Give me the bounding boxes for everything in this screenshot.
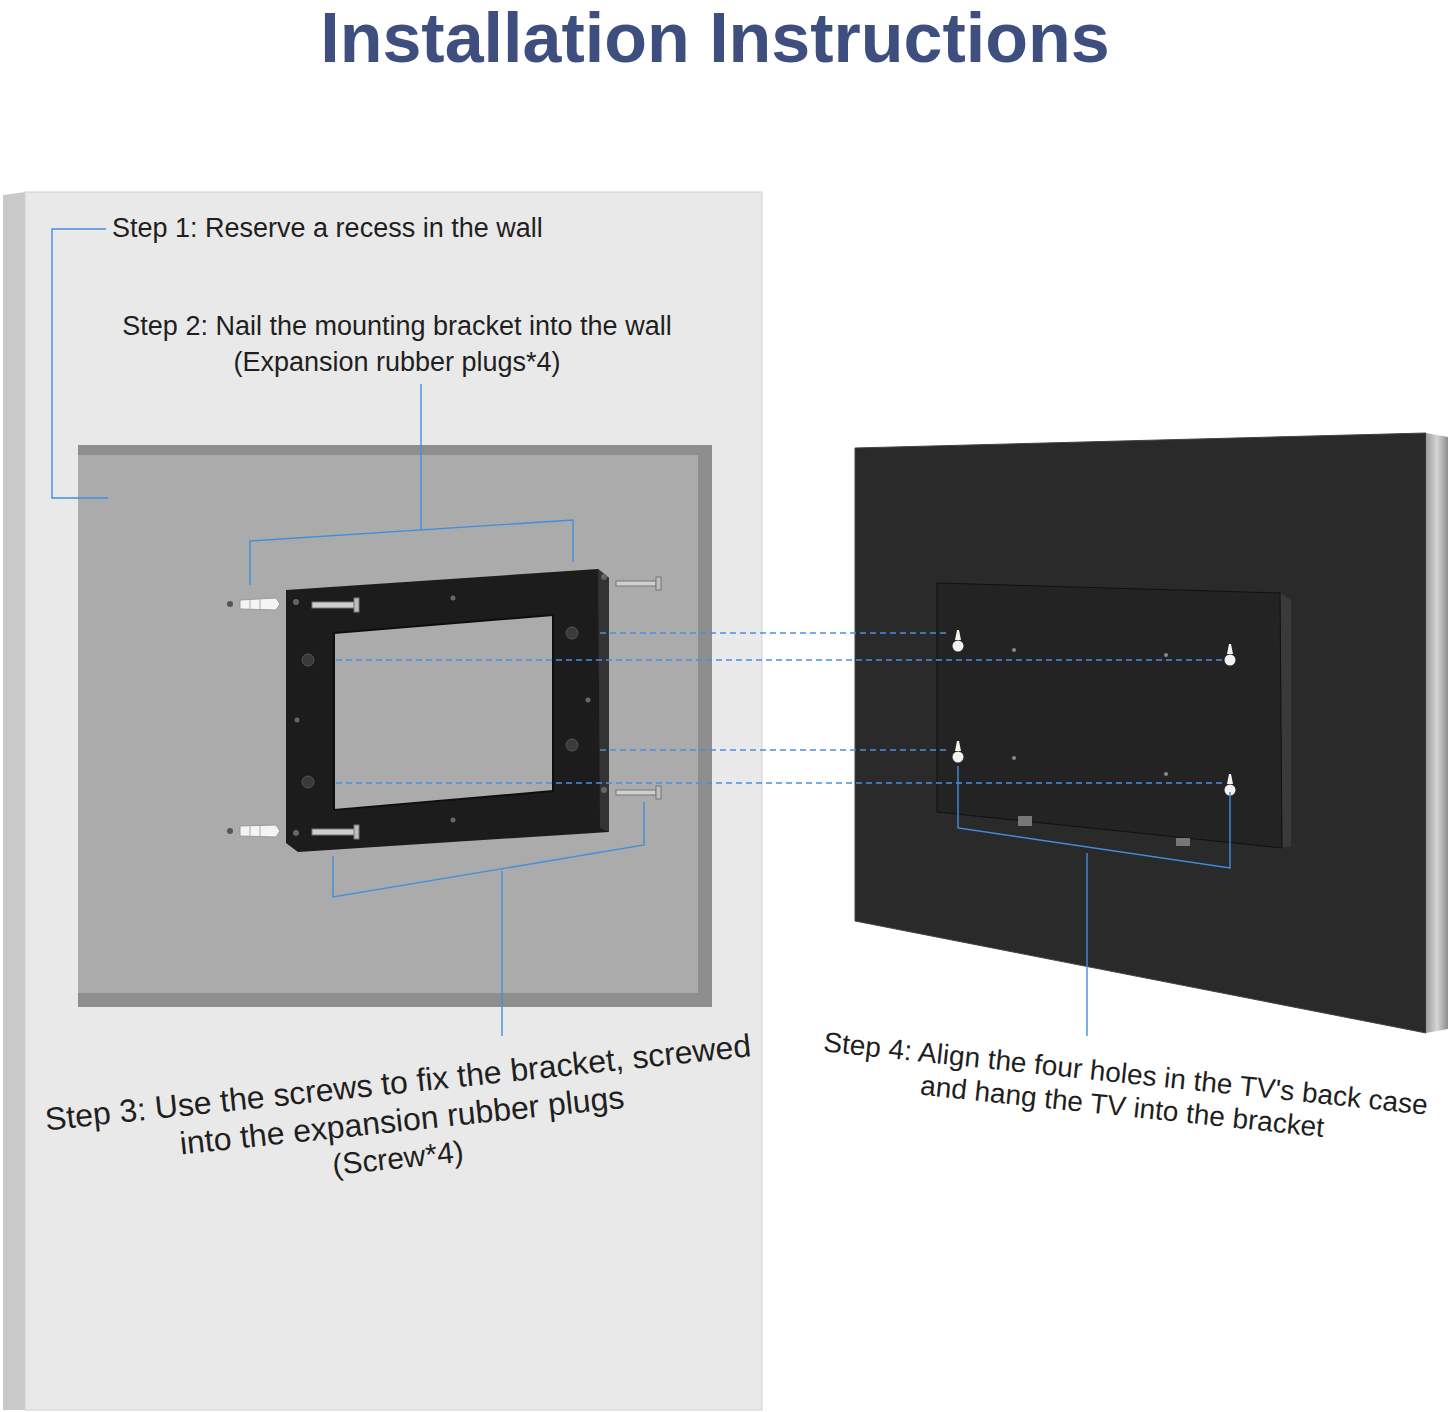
leader-line (250, 520, 573, 585)
mounting-bracket (302, 654, 314, 666)
expansion-plug (260, 826, 261, 836)
mounting-bracket (295, 718, 300, 723)
mounting-bracket (451, 596, 456, 601)
mounting-bracket (601, 787, 607, 793)
screw (656, 786, 661, 799)
mounting-bracket (566, 739, 578, 751)
tv-back (1426, 433, 1448, 1033)
keyhole (955, 630, 961, 640)
wall (3, 192, 25, 1410)
tv-back (1164, 772, 1168, 776)
keyhole (953, 752, 964, 763)
leader-line (501, 871, 502, 1036)
screw (312, 829, 356, 835)
tv-back (1012, 648, 1016, 652)
alignment-line (600, 632, 948, 633)
mounting-bracket (451, 818, 456, 823)
alignment-line (600, 749, 948, 750)
step-label: (Expansion rubber plugs*4) (233, 347, 560, 379)
mounting-bracket (293, 599, 299, 605)
keyhole (1227, 774, 1233, 784)
keyhole (955, 741, 961, 751)
wall (25, 192, 762, 1410)
step-label: Step 2: Nail the mounting bracket into t… (122, 311, 671, 343)
expansion-plug (250, 599, 251, 609)
leader-line (333, 802, 644, 897)
alignment-line (336, 782, 1222, 783)
step-label: Step 1: Reserve a recess in the wall (112, 213, 543, 245)
screw (312, 577, 661, 839)
screw (312, 602, 356, 608)
tv-back (855, 433, 1448, 1033)
step-label: Step 4: Align the four holes in the TV's… (803, 1024, 1446, 1157)
leader-line (1086, 853, 1087, 1036)
alignment-line (336, 659, 1222, 660)
expansion-plug (240, 598, 280, 610)
wall-recess (78, 445, 712, 1007)
screw (354, 598, 359, 612)
keyhole (953, 641, 964, 652)
leader-line (52, 229, 1230, 1036)
wall (3, 192, 762, 1410)
tv-back (1018, 816, 1032, 826)
tv-back (1176, 838, 1190, 846)
wall-recess (78, 455, 698, 993)
expansion-plug (250, 826, 251, 836)
mounting-bracket (586, 698, 591, 703)
page-title: Installation Instructions (320, 0, 1110, 78)
mounting-bracket (566, 627, 578, 639)
screw (616, 790, 656, 795)
mounting-bracket (598, 569, 609, 832)
mounting-bracket (601, 574, 607, 580)
screw (616, 581, 656, 586)
keyhole (953, 630, 1236, 796)
wall-recess (78, 445, 712, 1007)
expansion-plug (260, 599, 261, 609)
screw (354, 825, 359, 839)
tv-back (1164, 653, 1168, 657)
expansion-plug (227, 601, 233, 607)
expansion-plug (227, 598, 280, 837)
mounting-bracket (334, 615, 553, 810)
leader-line (958, 766, 1230, 868)
keyhole (1225, 655, 1236, 666)
mounting-bracket (302, 776, 314, 788)
leader-line (52, 229, 108, 498)
alignment-line (336, 633, 1222, 783)
tv-back (855, 433, 1426, 1033)
mounting-bracket (286, 569, 609, 852)
keyhole (1227, 644, 1233, 654)
leader-line (420, 384, 421, 530)
screw (656, 577, 661, 590)
mounting-bracket (286, 569, 609, 852)
tv-back (1012, 756, 1016, 760)
mounting-bracket (293, 830, 299, 836)
expansion-plug (227, 828, 233, 834)
expansion-plug (240, 825, 280, 837)
